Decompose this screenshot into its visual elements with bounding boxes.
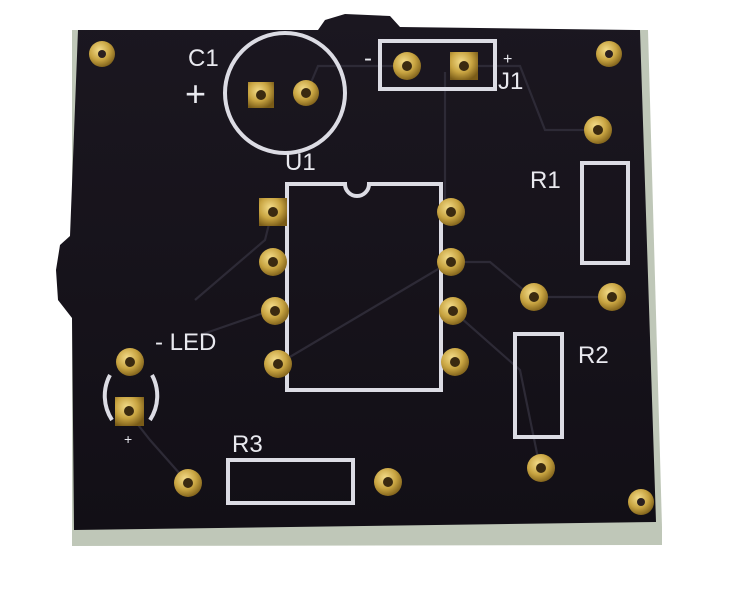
j1-plus-marker: + bbox=[503, 51, 512, 68]
j1-minus-marker: - bbox=[364, 45, 372, 72]
ic-u1 bbox=[259, 182, 469, 392]
r3-label: R3 bbox=[232, 431, 263, 458]
u1-label: U1 bbox=[285, 149, 316, 176]
c1-label: C1 bbox=[188, 45, 219, 72]
r2-pad-bottom bbox=[527, 454, 555, 482]
capacitor-c1 bbox=[223, 31, 347, 155]
mounting-holes bbox=[89, 41, 654, 515]
c1-plus-marker: + bbox=[185, 73, 206, 114]
r2-label: R2 bbox=[578, 342, 609, 369]
r1-label: R1 bbox=[530, 167, 561, 194]
pcb-board bbox=[56, 14, 656, 530]
resistor-r3 bbox=[174, 458, 402, 505]
header-j1 bbox=[378, 39, 497, 91]
j1-label: J1 bbox=[498, 68, 523, 95]
resistor-r1-outline bbox=[580, 161, 630, 265]
resistor-pads-mid bbox=[520, 283, 626, 311]
led-plus-marker: + bbox=[124, 431, 132, 447]
r1-pad-top bbox=[584, 116, 612, 144]
resistor-r2-outline bbox=[513, 332, 564, 439]
led-label: - LED bbox=[155, 329, 216, 356]
led-footprint bbox=[102, 348, 160, 426]
